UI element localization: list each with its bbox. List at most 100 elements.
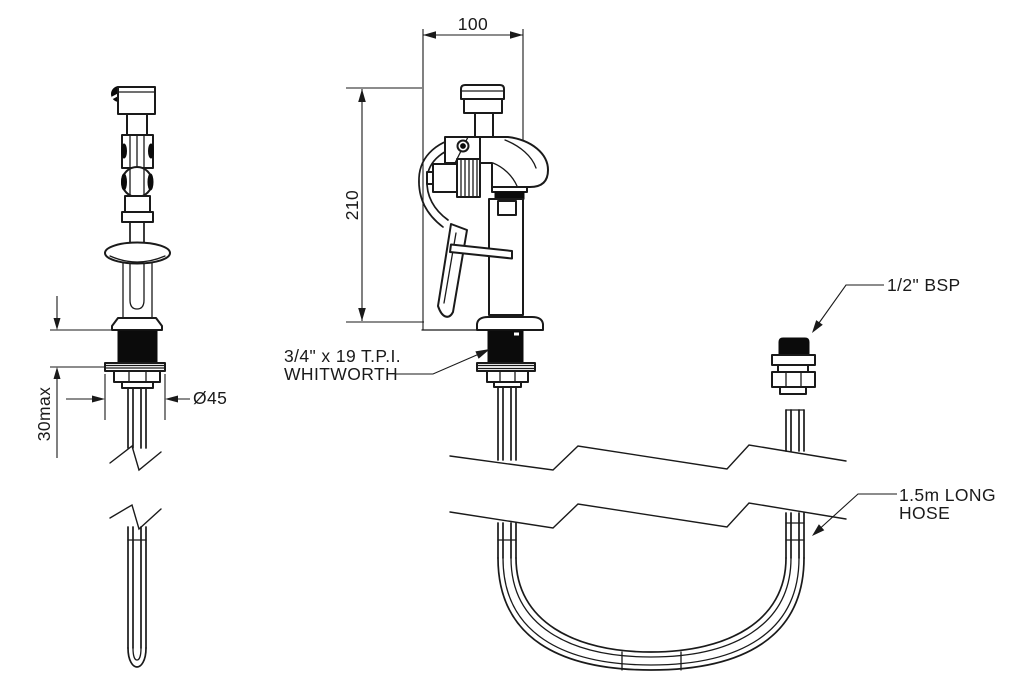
base-flare-front [111,317,163,331]
thread-highlight [514,332,519,336]
hose-right-upper [785,409,805,452]
dimension-dia45: Ø45 [66,374,227,420]
callout-bsp-text: 1/2" BSP [887,275,961,295]
washer-lines [104,364,166,369]
u-bend-wall3 [510,557,792,658]
callout-whitworth: 3/4" x 19 T.P.I. WHITWORTH [284,346,490,384]
u-bend-joints [621,651,682,671]
u-bend-wall2 [502,557,800,666]
long-break-upper [449,444,847,471]
callout-hose-line2: HOSE [899,503,950,523]
dim-text-210: 210 [342,190,362,220]
leader-whitworth [396,350,487,375]
side-view [418,84,549,388]
bsp-nut-facets [785,371,802,388]
spray-head-side [463,98,503,114]
callout-thread-line1: 3/4" x 19 T.P.I. [284,346,401,366]
pipe-collar [491,186,528,193]
arrowhead-right [92,395,105,403]
arrowhead-left [165,395,178,403]
supply-hose [449,386,847,671]
collar-step-front [121,211,154,223]
side-mark [148,143,154,159]
callout-hose: 1.5m LONG HOSE [812,485,996,536]
neck-side [474,112,494,138]
handle-grip [437,223,468,318]
leader-arrowhead [812,320,823,333]
ring-underline [109,255,166,263]
arrowhead-up [358,89,366,102]
dim-text-30max: 30max [34,387,54,442]
spray-head-front [117,86,156,115]
washer-side [476,362,536,372]
locknut-side [486,370,529,383]
washer-lines-side [476,364,536,370]
arrowhead-down [53,318,61,330]
u-bend-outer [497,557,805,671]
arrowhead-up [53,367,61,379]
callout-hose-line1: 1.5m LONG [899,485,996,505]
spray-cap-side [460,84,505,100]
hose-left-upper [497,386,517,461]
side-mark [121,173,127,191]
leader-bsp [813,284,884,331]
bsp-collar2 [779,386,807,395]
pipe-detail [497,200,517,216]
inner-tube-front [122,261,153,319]
rib-lines [460,158,478,198]
break-zigzag-1 [109,444,162,472]
nut-facets-side [499,370,516,383]
bsp-band [771,354,816,366]
arrowhead-down [358,308,366,321]
dimension-30max: 30max [34,296,112,458]
base-flange-side [476,316,544,331]
callout-thread-line2: WHITWORTH [284,364,398,384]
leader-hose [814,493,897,534]
hose-front-upper [127,387,147,449]
seal-band [494,191,525,200]
bsp-fitting [771,337,816,395]
ext-lines-30max [50,329,112,368]
hose-front-lower [127,526,147,649]
cartridge-nub [426,171,434,185]
mounting-thread-front [117,330,158,364]
front-view [104,86,171,668]
dim-text-dia45: Ø45 [193,388,227,408]
outlet-elbow [479,136,549,188]
break-zigzag-2 [109,503,162,531]
pivot-screw-center [460,143,466,149]
leader-arrowhead [475,349,490,359]
nut-step-side [493,381,522,388]
shaft-lines [129,221,145,243]
mounting-thread-side [487,330,524,364]
dim-text-100: 100 [458,14,488,34]
hose-tip-inner [132,647,142,661]
side-mark [147,173,154,191]
hose-tip-outer [127,647,147,668]
ext-lines-210 [346,87,424,323]
bsp-thread-cap [778,337,810,356]
collar-front [124,195,151,213]
arrowhead-left [423,31,436,39]
nut-step-front [121,381,154,389]
locknut-front [113,370,161,383]
u-bend-inner [515,557,787,653]
valve-cartridge [432,163,458,193]
callout-bsp: 1/2" BSP [812,275,961,333]
trigger-lever [449,243,513,260]
long-break-lower [449,502,847,529]
ext-lines-100 [422,29,524,330]
arrowhead-right [510,31,523,39]
hose-right-lower [785,512,805,559]
bsp-collar [777,364,809,373]
hose-joints [497,409,805,541]
washer-front [104,362,166,372]
leader-arrowhead [812,524,825,536]
escutcheon-ring [104,241,171,265]
ext-lines-dia45 [104,374,166,420]
dimension-100: 100 [422,14,524,330]
dimension-210: 210 [342,87,424,323]
elbow-curves [492,139,537,187]
